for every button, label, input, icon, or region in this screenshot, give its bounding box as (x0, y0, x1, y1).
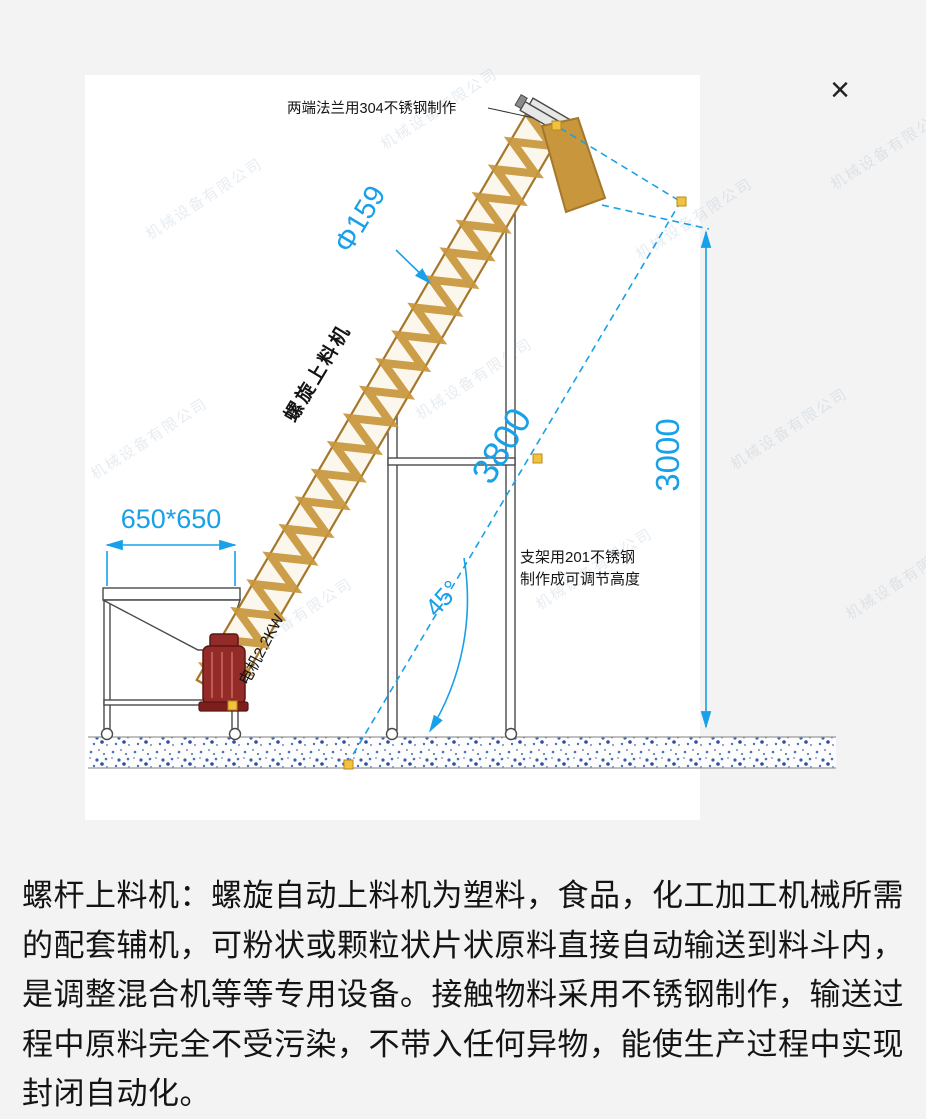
screw-conveyor-diagram: 机械设备有限公司 机械设备有限公司 机械设备有限公司 机械设备有限公司 机械设备… (85, 65, 926, 820)
handle-marker (227, 700, 238, 711)
discharge-chute (540, 116, 607, 214)
handle-marker (532, 453, 543, 464)
conveyor-tube (195, 94, 581, 702)
dim-height: 3000 (601, 204, 712, 729)
watermark-text: 机械设备有限公司 (843, 535, 926, 623)
watermark-text: 机械设备有限公司 (828, 105, 926, 193)
frame-note-line2: 制作成可调节高度 (520, 571, 640, 588)
dim-hopper-size: 650*650 (105, 504, 237, 586)
ground (88, 736, 836, 769)
handle-marker (551, 120, 562, 131)
close-icon[interactable]: × (830, 71, 850, 109)
handle-marker (343, 759, 354, 770)
product-description: 螺杆上料机：螺旋自动上料机为塑料，食品，化工加工机械所需的配套辅机，可粉状或颗粒… (22, 878, 904, 1112)
flange-note: 两端法兰用304不锈钢制作 (287, 100, 456, 117)
frame-note-line1: 支架用201不锈钢 (520, 549, 635, 566)
handle-marker (676, 196, 687, 207)
height-label: 3000 (649, 418, 686, 491)
handle-markers (227, 120, 687, 770)
watermark-text: 机械设备有限公司 (728, 385, 851, 473)
hopper-size-label: 650*650 (121, 504, 222, 534)
